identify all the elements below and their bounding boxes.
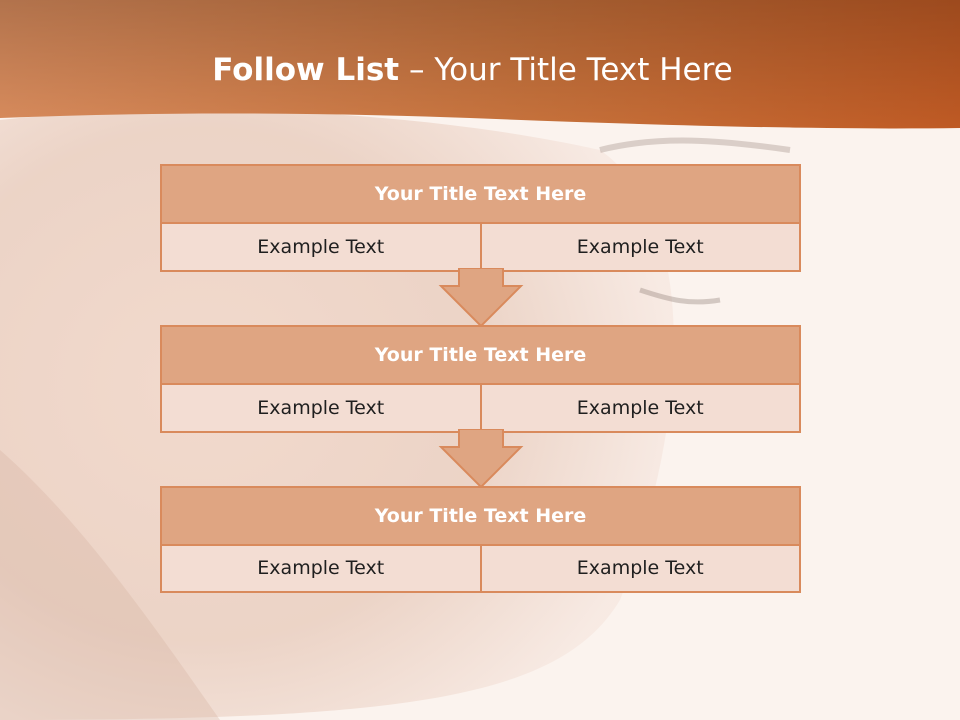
step-block-3: Your Title Text Here Example Text Exampl… [160, 486, 801, 593]
slide-title: Follow List – Your Title Text Here [0, 52, 945, 88]
eyelash-mid [639, 287, 721, 305]
eyelash-top [599, 137, 791, 153]
down-arrow-icon [438, 429, 524, 489]
step-cell-left: Example Text [162, 546, 480, 591]
title-rest: – Your Title Text Here [399, 52, 733, 88]
step-block-2: Your Title Text Here Example Text Exampl… [160, 325, 801, 433]
down-arrow-icon [438, 268, 524, 328]
title-bold: Follow List [212, 52, 400, 88]
step-cell-left: Example Text [162, 224, 480, 270]
step-block-1: Your Title Text Here Example Text Exampl… [160, 164, 801, 272]
step-cell-right: Example Text [479, 224, 799, 270]
step-title: Your Title Text Here [162, 488, 799, 546]
step-cell-right: Example Text [479, 546, 799, 591]
step-title: Your Title Text Here [162, 166, 799, 224]
step-cell-left: Example Text [162, 385, 480, 431]
step-cell-right: Example Text [479, 385, 799, 431]
step-title: Your Title Text Here [162, 327, 799, 385]
face-shadow [0, 450, 220, 720]
